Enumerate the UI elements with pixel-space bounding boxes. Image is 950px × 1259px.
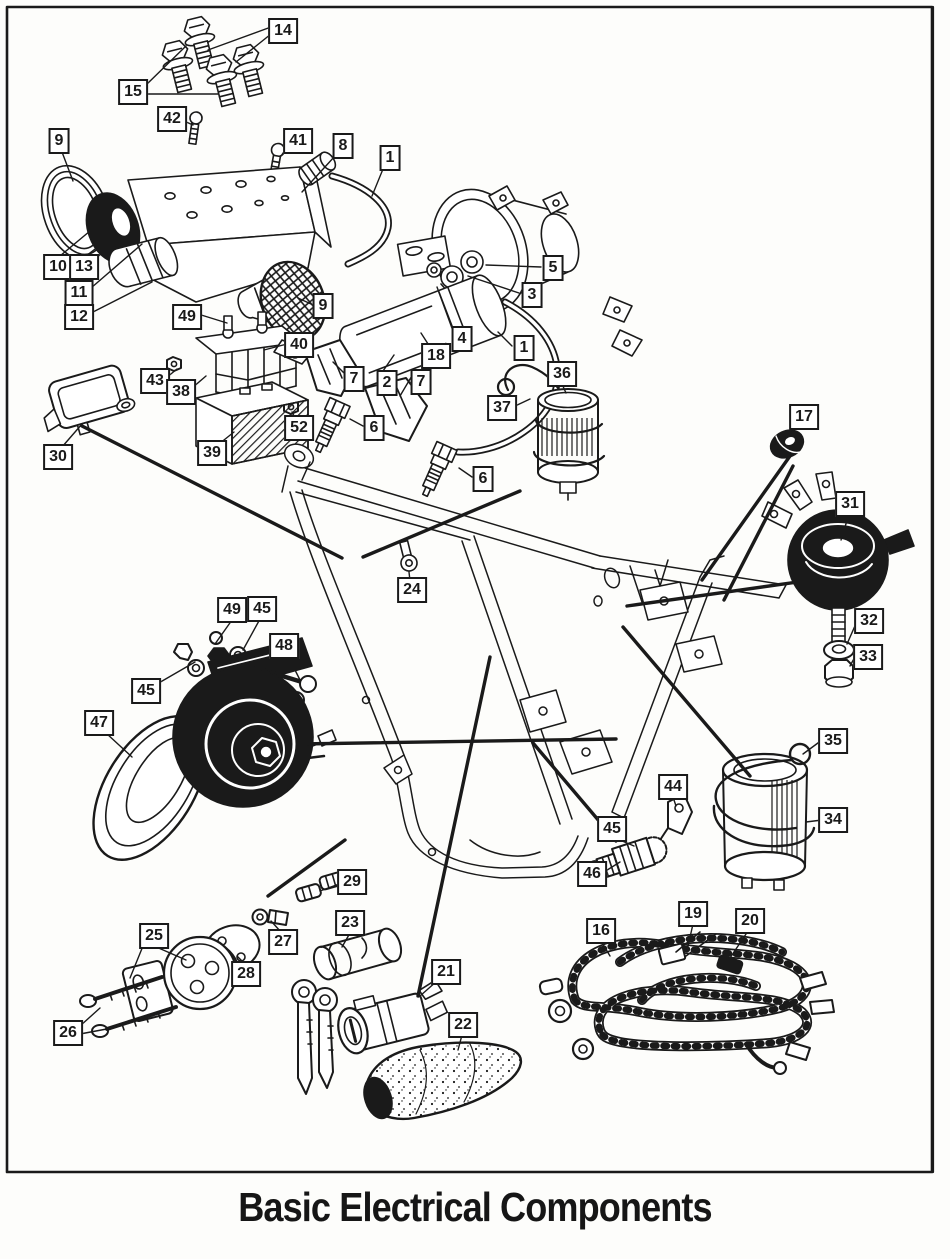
part-label-37: 37: [487, 395, 517, 421]
part-label-36: 36: [547, 361, 577, 387]
part-label-43: 43: [140, 368, 170, 394]
bulb-holder: [108, 236, 179, 288]
part-label-28: 28: [231, 961, 261, 987]
part-label-25: 25: [139, 923, 169, 949]
screw-42: [188, 111, 203, 146]
rubber-boot: [363, 1041, 523, 1121]
lens-grille: [259, 260, 327, 342]
part-label-44: 44: [658, 774, 688, 800]
part-label-15: 15: [118, 79, 148, 105]
part-label-35: 35: [818, 728, 848, 754]
part-label-16: 16: [586, 918, 616, 944]
part-label-9: 9: [48, 128, 70, 154]
part-label-10: 10: [43, 254, 73, 280]
pointer-lines: [80, 424, 814, 998]
diagram-border: [5, 5, 935, 1174]
part-label-49: 49: [217, 597, 247, 623]
part-label-52: 52: [284, 415, 314, 441]
wiring-harness: [538, 931, 835, 1075]
part-label-4: 4: [451, 326, 473, 352]
part-label-24: 24: [397, 577, 427, 603]
part-label-12: 12: [64, 304, 94, 330]
terminal-bits: [251, 908, 289, 926]
switch-screws: [79, 975, 178, 1038]
part-label-23: 23: [335, 910, 365, 936]
part-label-6: 6: [472, 466, 494, 492]
coil-can: [712, 742, 816, 891]
part-label-29: 29: [337, 869, 367, 895]
part-label-20: 20: [735, 908, 765, 934]
part-label-45: 45: [247, 596, 277, 622]
part-label-2: 2: [376, 370, 398, 396]
part-label-7: 7: [343, 366, 365, 392]
screw-24: [398, 539, 418, 572]
part-label-9: 9: [312, 293, 334, 319]
part-label-14: 14: [268, 18, 298, 44]
part-label-3: 3: [521, 282, 543, 308]
part-label-34: 34: [818, 807, 848, 833]
part-label-26: 26: [53, 1020, 83, 1046]
lock-barrel: [312, 927, 403, 981]
plug-cap-left: [304, 339, 357, 397]
part-label-32: 32: [854, 608, 884, 634]
horn-assembly: [92, 631, 337, 861]
page-title: Basic Electrical Components: [238, 1184, 712, 1230]
part-label-27: 27: [268, 929, 298, 955]
mounting-bracket: [127, 166, 332, 303]
grommet: [769, 429, 805, 459]
keys: [291, 979, 338, 1095]
part-label-45: 45: [131, 678, 161, 704]
part-label-31: 31: [835, 491, 865, 517]
flasher-relay: [43, 364, 136, 436]
part-label-8: 8: [332, 133, 354, 159]
switch-body: [121, 935, 240, 1023]
part-label-7: 7: [410, 369, 432, 395]
alternator-rotor: [761, 471, 915, 688]
part-label-5: 5: [542, 255, 564, 281]
part-label-46: 46: [577, 861, 607, 887]
part-label-41: 41: [283, 128, 313, 154]
part-label-1: 1: [513, 335, 535, 361]
part-label-48: 48: [269, 633, 299, 659]
part-label-38: 38: [166, 379, 196, 405]
motorcycle-frame: [281, 443, 787, 879]
part-label-13: 13: [69, 254, 99, 280]
part-label-39: 39: [197, 440, 227, 466]
part-label-42: 42: [157, 106, 187, 132]
part-label-11: 11: [64, 280, 94, 306]
part-label-18: 18: [421, 343, 451, 369]
part-label-21: 21: [431, 959, 461, 985]
part-label-33: 33: [853, 644, 883, 670]
part-label-19: 19: [678, 901, 708, 927]
part-label-45: 45: [597, 816, 627, 842]
part-label-30: 30: [43, 444, 73, 470]
part-label-1: 1: [379, 145, 401, 171]
part-label-17: 17: [789, 404, 819, 430]
part-label-6: 6: [363, 415, 385, 441]
ignition-switch: [337, 979, 449, 1055]
part-label-40: 40: [284, 332, 314, 358]
part-label-49: 49: [172, 304, 202, 330]
part-label-47: 47: [84, 710, 114, 736]
part-label-22: 22: [448, 1012, 478, 1038]
